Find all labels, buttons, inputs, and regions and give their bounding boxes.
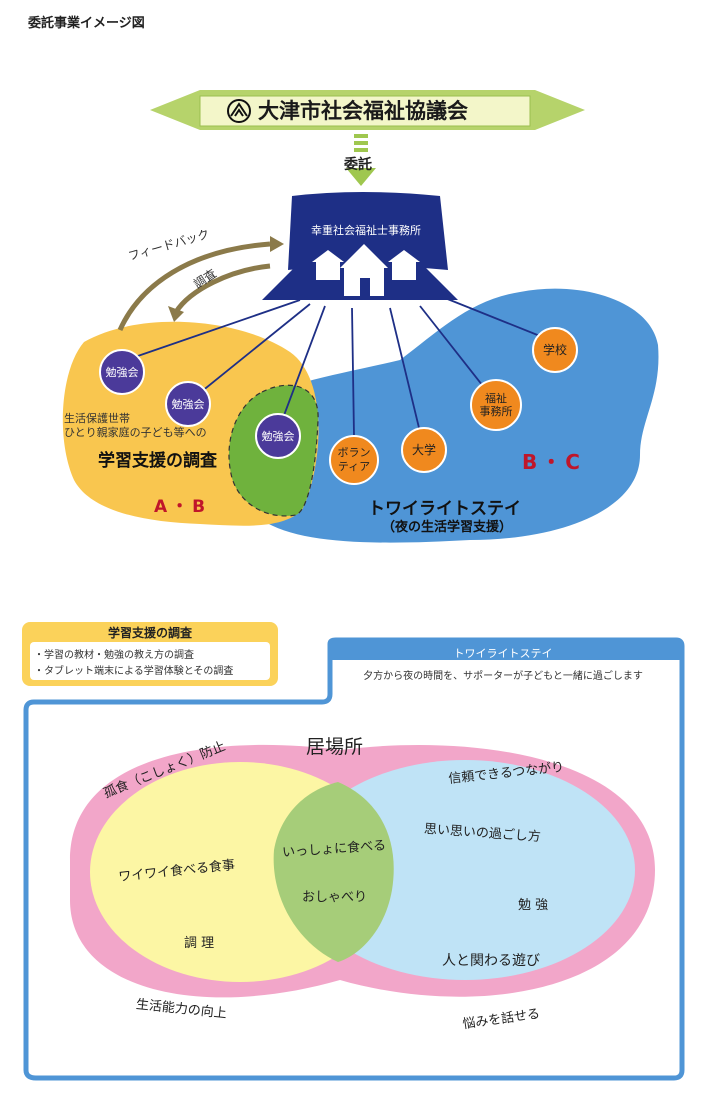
- volunteer-label-1: ボラン: [337, 446, 371, 459]
- twilight-box-description: 夕方から夜の時間を、サポーターが子どもと一緒に過ごします: [363, 671, 643, 682]
- university-node: [401, 427, 447, 473]
- left-venn-text-2: 調 理: [184, 936, 215, 951]
- survey-arrow: [173, 263, 271, 314]
- council-logo-icon: [226, 98, 252, 124]
- welfare-office-label-2: 事務所: [479, 405, 513, 418]
- center-venn-text-2: おしゃべり: [302, 890, 368, 905]
- page-title: 委託事業イメージ図: [28, 16, 145, 31]
- right-venn-text-2: 勉 強: [518, 898, 549, 913]
- right-venn-text-3: 人と関わる遊び: [442, 953, 540, 969]
- school-label: 学校: [542, 343, 567, 357]
- study-target-text: 生活保護世帯 ひとり親家庭の子ども等への: [64, 412, 207, 440]
- study-group-node-3: [255, 413, 301, 459]
- study-group-node-1: [99, 349, 145, 395]
- study-box-item-2: ・タブレット端末による学習体験とその調査: [34, 666, 234, 677]
- lower-frame: [22, 622, 685, 1081]
- study-support-title: 学習支援の調査: [98, 451, 217, 471]
- twilight-subtitle: （夜の生活学習支援）: [382, 520, 513, 535]
- feedback-arrow: [117, 241, 271, 332]
- twilight-box-title: トワイライトステイ: [453, 647, 553, 660]
- study-group-label-2: 勉強会: [171, 398, 205, 411]
- study-group-label-3: 勉強会: [261, 430, 295, 443]
- welfare-office-node: [470, 379, 522, 431]
- welfare-office-label-1: 福祉: [485, 392, 507, 405]
- office-name: 幸重社会福祉士事務所: [311, 224, 421, 237]
- center-venn: [273, 782, 394, 962]
- study-box-title: 学習支援の調査: [107, 626, 192, 640]
- commission-diagram: [62, 90, 659, 543]
- twilight-title: トワイライトステイ: [368, 499, 521, 519]
- ibasho-title: 居場所: [306, 736, 364, 758]
- ab-tag: A・B: [154, 497, 210, 517]
- bc-tag: B・C: [522, 450, 584, 474]
- school-node: [532, 327, 578, 373]
- office-building: [262, 192, 458, 300]
- council-name: 大津市社会福祉協議会: [258, 99, 468, 123]
- study-target-line-1: 生活保護世帯: [64, 412, 130, 425]
- volunteer-label-2: ティア: [337, 460, 371, 473]
- study-group-node-2: [165, 381, 211, 427]
- volunteer-node: [329, 435, 379, 485]
- right-venn: [295, 760, 635, 980]
- study-target-line-2: ひとり親家庭の子ども等への: [64, 426, 207, 439]
- study-box-item-1: ・学習の教材・勉強の教え方の調査: [34, 650, 194, 661]
- university-label: 大学: [411, 443, 436, 457]
- study-group-label-1: 勉強会: [105, 366, 139, 379]
- delegation-label: 委託: [344, 157, 372, 173]
